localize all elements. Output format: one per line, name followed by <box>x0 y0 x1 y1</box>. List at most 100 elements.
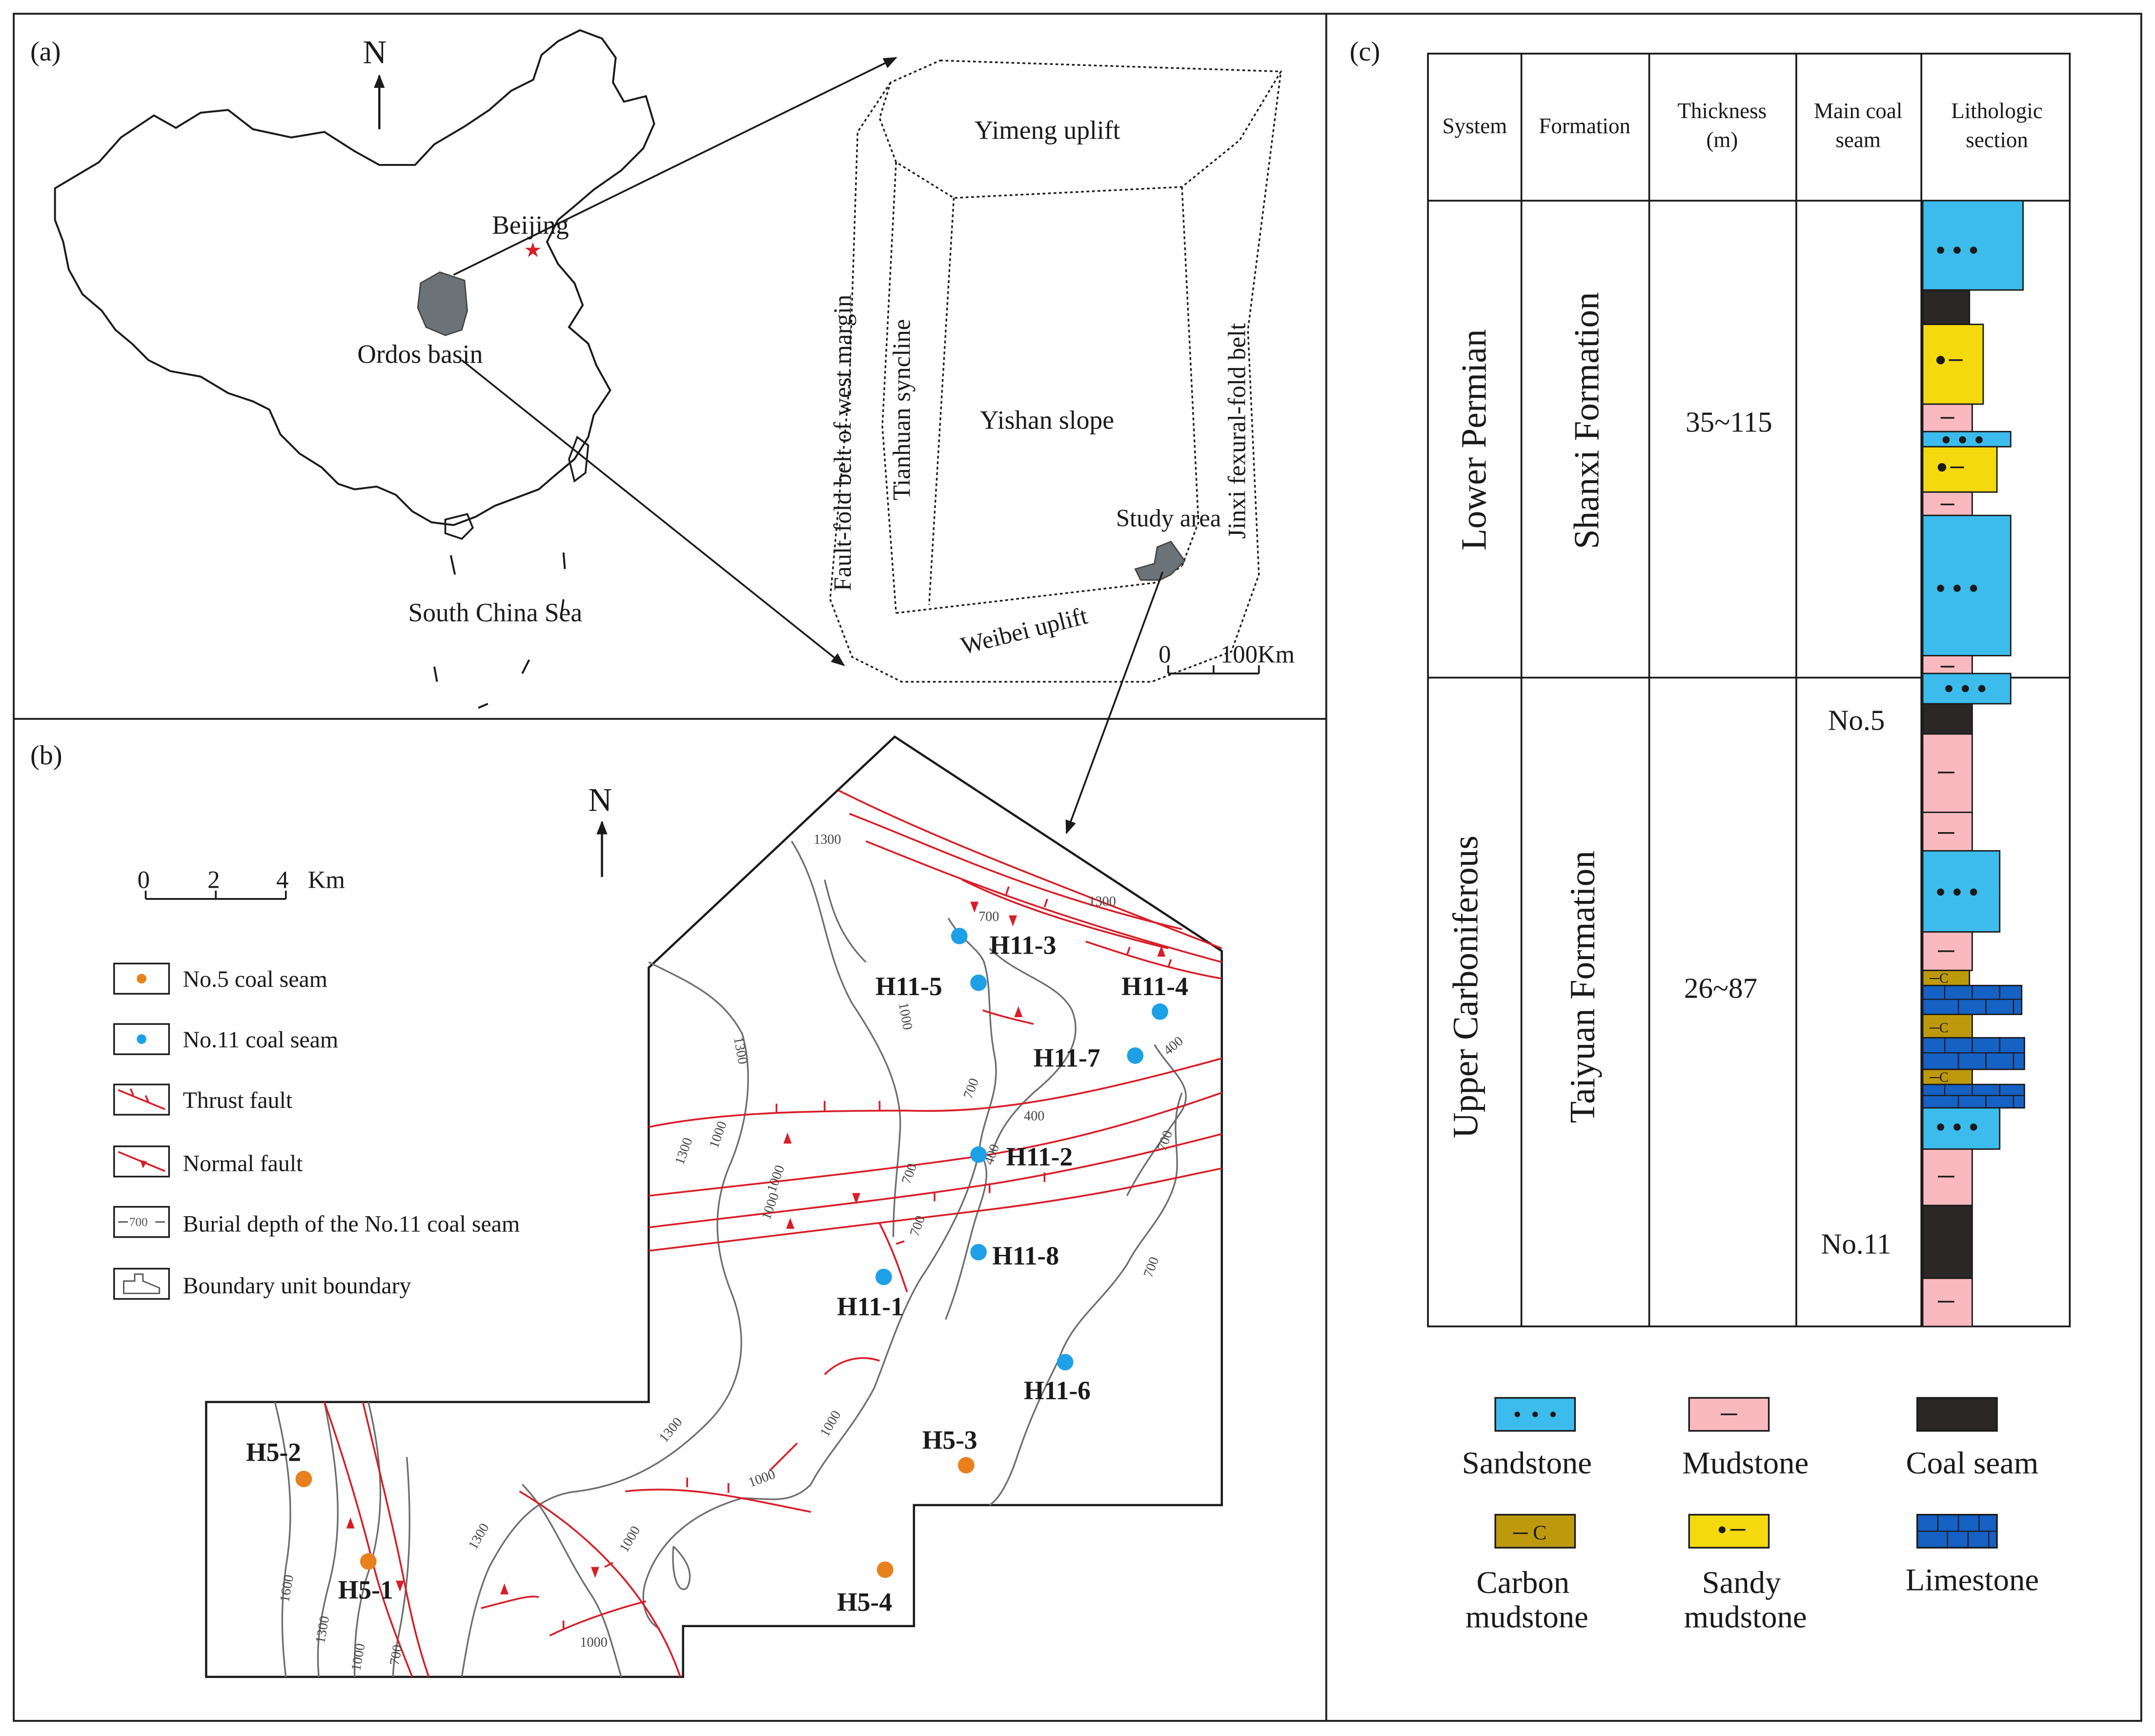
contour-icon: 700 <box>129 1215 148 1229</box>
legend-label-coal: Coal seam <box>1906 1446 2039 1481</box>
legend-item-normal: Normal fault <box>113 1145 304 1178</box>
legend-label-sandy-line2: mudstone <box>1684 1600 1807 1635</box>
layer-sandy-mudstone <box>1922 324 1984 405</box>
legend-label-carbon-line1: Carbon <box>1476 1565 1569 1600</box>
layer-sandstone <box>1922 1107 2001 1150</box>
legend-label-carbon: Carbon mudstone <box>1465 1565 1588 1634</box>
contour-label: 700 <box>907 1214 929 1238</box>
well-h11-1-marker <box>875 1268 892 1286</box>
legend-item-contour: 700 Burial depth of the No.11 coal seam <box>113 1206 520 1238</box>
study-area-shape <box>1134 540 1186 581</box>
layer-carbon-mudstone <box>1922 969 1971 986</box>
header-formation: Formation <box>1539 114 1630 138</box>
well-label: H11-8 <box>992 1241 1059 1270</box>
thickness-taiyuan: 26~87 <box>1684 972 1757 1004</box>
yishan-slope-label: Yishan slope <box>980 406 1114 435</box>
contour-label: 1000 <box>616 1524 643 1555</box>
tianhuan-syncline-label: Tianhuan syncline <box>888 319 915 500</box>
header-thickness: Thickness <box>1678 99 1767 123</box>
contour-label: 1000 <box>707 1119 730 1150</box>
scale-bar-a <box>1167 665 1260 674</box>
panel-c-label: (c) <box>1350 37 1380 67</box>
contour-label: 400 <box>1160 1033 1186 1058</box>
well-h11-4-marker <box>1152 1003 1168 1020</box>
contour-label: 1600 <box>277 1573 297 1603</box>
scale-tick-2: 2 <box>207 866 220 893</box>
coal-seam-no5: No.5 <box>1828 704 1885 736</box>
well-label: H11-5 <box>875 972 942 1001</box>
thrust-fault-icon <box>118 1089 165 1110</box>
yimeng-uplift-label: Yimeng uplift <box>975 115 1120 144</box>
layer-sandstone <box>1922 200 2024 291</box>
scale-unit-b: Km <box>308 866 345 893</box>
legend-label-no5: No.5 coal seam <box>183 966 327 992</box>
fault-arrows <box>346 901 1166 1594</box>
north-label-b: N <box>588 782 612 818</box>
map-legend: No.5 coal seam No.11 coal seam Thrust fa… <box>113 962 520 1300</box>
well-h5-1-marker <box>360 1553 377 1570</box>
well-h5-2-marker <box>295 1470 312 1488</box>
north-label-a: N <box>363 34 387 71</box>
legend-label-mudstone: Mudstone <box>1682 1446 1809 1481</box>
legend-item-boundary: Boundary unit boundary <box>113 1267 411 1300</box>
well-label: H11-2 <box>1006 1142 1073 1171</box>
contour-label: 700 <box>387 1644 406 1667</box>
panel-b-label: (b) <box>30 740 62 771</box>
legend-carbon-mudstone: ─ C Carbon mudstone <box>1465 1513 1588 1635</box>
layer-coal <box>1922 1205 1973 1279</box>
weibei-uplift-label: Weibei uplift <box>958 602 1090 659</box>
south-china-sea-label: South China Sea <box>408 598 582 627</box>
contour-label: 1000 <box>747 1467 778 1490</box>
well-label: H5-1 <box>338 1575 393 1604</box>
system-upper-carboniferous: Upper Carboniferous <box>1446 836 1485 1138</box>
legend-item-thrust: Thrust fault <box>113 1083 293 1116</box>
contour-label: 1300 <box>313 1615 332 1645</box>
contour-label: 1300 <box>656 1415 686 1446</box>
coal-seam-no11: No.11 <box>1821 1227 1891 1260</box>
layer-coal <box>1922 703 1973 735</box>
sandy-mudstone-swatch <box>1688 1513 1770 1549</box>
scale-bar-b <box>144 890 287 900</box>
limestone-bricks <box>1923 985 2025 1108</box>
layer-sandstone <box>1922 514 2012 656</box>
legend-label-limestone: Limestone <box>1906 1562 2039 1597</box>
header-system: System <box>1443 114 1507 138</box>
legend-label-carbon-line2: mudstone <box>1465 1600 1588 1635</box>
well-h5-4-marker <box>876 1561 894 1578</box>
legend-label-normal: Normal fault <box>183 1150 304 1176</box>
svg-text:─ C: ─ C <box>1513 1521 1547 1544</box>
legend-mudstone: Mudstone <box>1682 1397 1809 1481</box>
layer-limestone <box>1922 1083 2025 1109</box>
well-label: H11-3 <box>990 931 1057 960</box>
layer-limestone <box>1922 1037 2025 1070</box>
layer-carbon-mudstone <box>1922 1068 1973 1085</box>
legend-limestone: Limestone <box>1906 1513 2039 1597</box>
layer-coal <box>1922 289 1971 326</box>
header-coal-2: seam <box>1835 127 1881 152</box>
panel-a: (a) ★ Beijing Ordos basin South China Se… <box>30 29 1295 835</box>
well-label: H11-6 <box>1024 1376 1091 1405</box>
formation-taiyuan: Taiyuan Formation <box>1563 851 1602 1123</box>
connector-arrow-top <box>453 57 897 276</box>
layer-mudstone <box>1922 654 1973 674</box>
header-coal: Main coal <box>1814 99 1902 123</box>
structural-units <box>829 60 1282 683</box>
legend-label-boundary: Boundary unit boundary <box>183 1273 411 1299</box>
well-label: H11-4 <box>1121 972 1188 1001</box>
contour-label: 1000 <box>817 1408 844 1439</box>
contour-label: 1000 <box>895 1001 915 1031</box>
jinxi-belt-label: Jinxi fexural-fold belt <box>1223 323 1251 539</box>
hainan-island <box>444 513 474 540</box>
well-label: H11-1 <box>837 1292 904 1321</box>
legend-label-no11: No.11 coal seam <box>183 1027 339 1053</box>
formation-shanxi: Shanxi Formation <box>1566 292 1606 549</box>
system-lower-permian: Lower Permian <box>1454 329 1493 551</box>
legend-item-no5: No.5 coal seam <box>113 962 327 995</box>
panel-a-label: (a) <box>30 37 61 67</box>
wells-no5 <box>295 1457 975 1578</box>
china-outline <box>54 29 655 526</box>
nine-dash-line <box>433 552 566 709</box>
contour-label: 1300 <box>1089 894 1116 909</box>
svg-text:─C: ─C <box>1929 1070 1949 1085</box>
carbon-mudstone-marks: ─C ─C ─C <box>1929 971 1949 1085</box>
